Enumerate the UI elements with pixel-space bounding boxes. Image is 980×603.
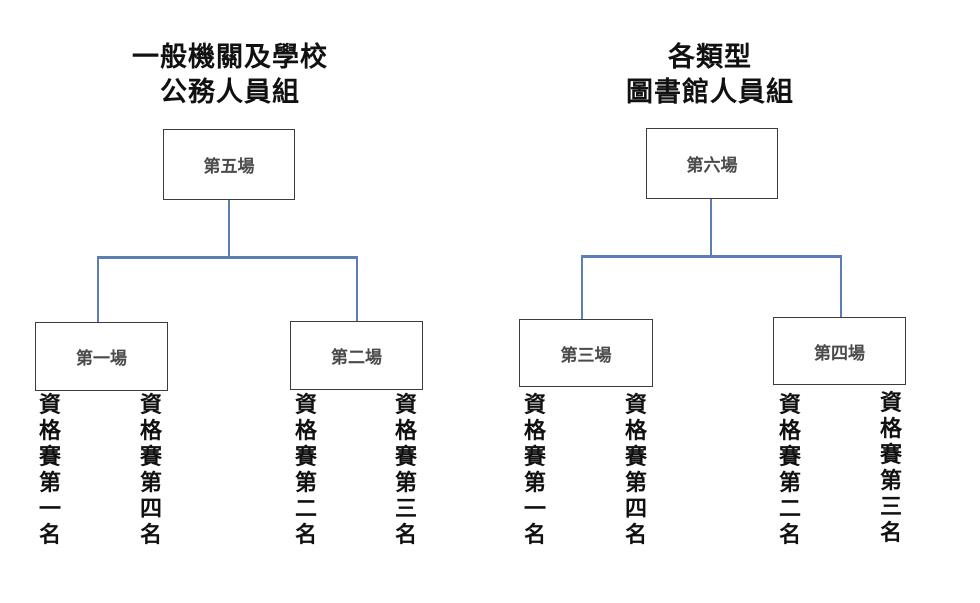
match-box-final-left: 第五場 — [163, 129, 295, 200]
connector-left-horizontal — [97, 256, 358, 259]
match-box-left-a: 第一場 — [35, 322, 168, 391]
match-box-final-right: 第六場 — [646, 128, 778, 199]
connector-right-drop-a — [581, 256, 583, 320]
connector-right-horizontal — [581, 255, 842, 258]
group-title-right-line1: 各類型 — [668, 42, 752, 73]
seed-label-left-2: 資格賽第四名 — [139, 393, 162, 548]
seed-label-left-3: 資格賽第二名 — [294, 393, 317, 548]
seed-label-left-1: 資格賽第一名 — [38, 393, 61, 548]
seed-label-right-4: 資格賽第三名 — [879, 391, 902, 546]
group-title-left-line2: 公務人員組 — [160, 77, 300, 108]
group-title-right: 各類型 圖書館人員組 — [570, 40, 850, 110]
group-title-right-line2: 圖書館人員組 — [626, 77, 794, 108]
seed-label-right-2: 資格賽第四名 — [624, 393, 647, 548]
seed-label-left-4: 資格賽第三名 — [394, 393, 417, 548]
connector-final-left-stem — [228, 200, 230, 257]
seed-label-right-3: 資格賽第二名 — [778, 393, 801, 548]
match-box-right-a: 第三場 — [519, 319, 653, 387]
group-title-left-line1: 一般機關及學校 — [132, 42, 328, 73]
connector-left-drop-a — [97, 257, 99, 322]
match-box-right-b: 第四場 — [773, 317, 906, 385]
seed-label-right-1: 資格賽第一名 — [523, 393, 546, 548]
group-title-left: 一般機關及學校 公務人員組 — [90, 40, 370, 110]
match-box-left-b: 第二場 — [290, 321, 423, 390]
connector-left-drop-b — [356, 257, 358, 321]
connector-right-drop-b — [840, 256, 842, 319]
connector-final-right-stem — [710, 199, 712, 256]
